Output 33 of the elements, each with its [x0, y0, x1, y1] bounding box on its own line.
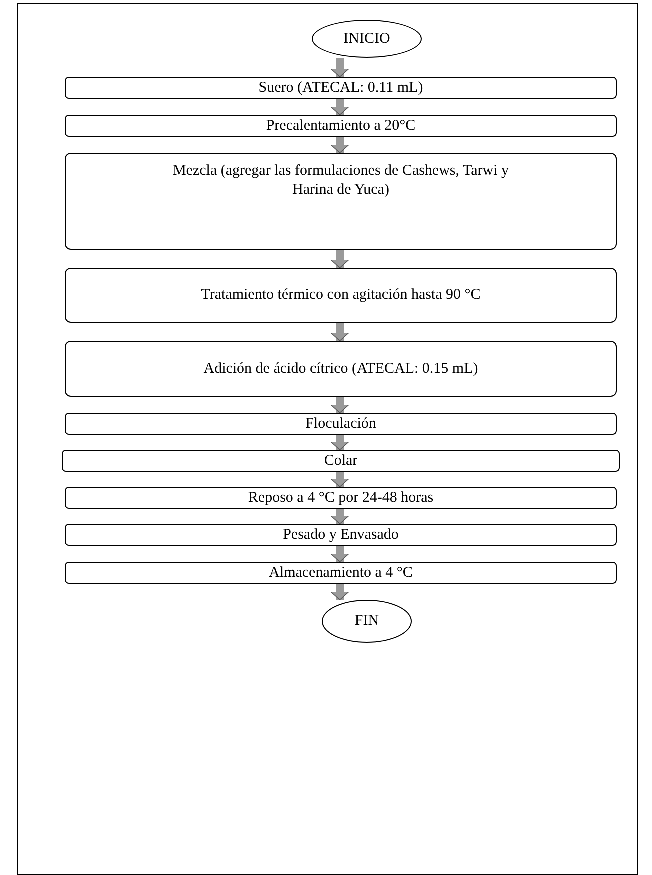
step-label: Colar [323, 452, 359, 470]
step-label: Pesado y Envasado [282, 526, 400, 544]
process-box [65, 562, 617, 584]
arrow [330, 435, 350, 450]
step-label: INICIO [342, 30, 392, 48]
step-label: Almacenamiento a 4 °C [268, 564, 414, 582]
process-box [65, 413, 617, 435]
process-box [65, 77, 617, 99]
step-label: Reposo a 4 °C por 24-48 horas [247, 488, 435, 508]
step-label: Adición de ácido cítrico (ATECAL: 0.15 mL) [202, 360, 480, 378]
step-label: Suero (ATECAL: 0.11 mL) [258, 78, 424, 98]
arrow [330, 137, 350, 154]
arrow [330, 323, 350, 342]
arrow [330, 472, 350, 488]
step-label: FIN [354, 612, 380, 631]
step-label: Mezcla (agregar las formulaciones de Cashews, Tarwi y Harina de Yuca) [172, 162, 510, 200]
process-box [65, 153, 617, 250]
step-label: Tratamiento térmico con agitación hasta 90 °C [200, 286, 482, 305]
process-box [65, 524, 617, 546]
step-label: Floculación [304, 414, 378, 434]
arrow [330, 58, 350, 78]
arrow [330, 509, 350, 524]
arrow [330, 397, 350, 414]
process-box [65, 268, 617, 323]
process-box [65, 487, 617, 509]
arrow [330, 99, 350, 116]
arrow [330, 584, 350, 600]
process-box [62, 450, 620, 472]
arrow [330, 546, 350, 562]
arrow [330, 250, 350, 268]
step-label: Precalentamiento a 20°C [265, 116, 417, 136]
process-box [65, 115, 617, 137]
process-box [65, 341, 617, 397]
